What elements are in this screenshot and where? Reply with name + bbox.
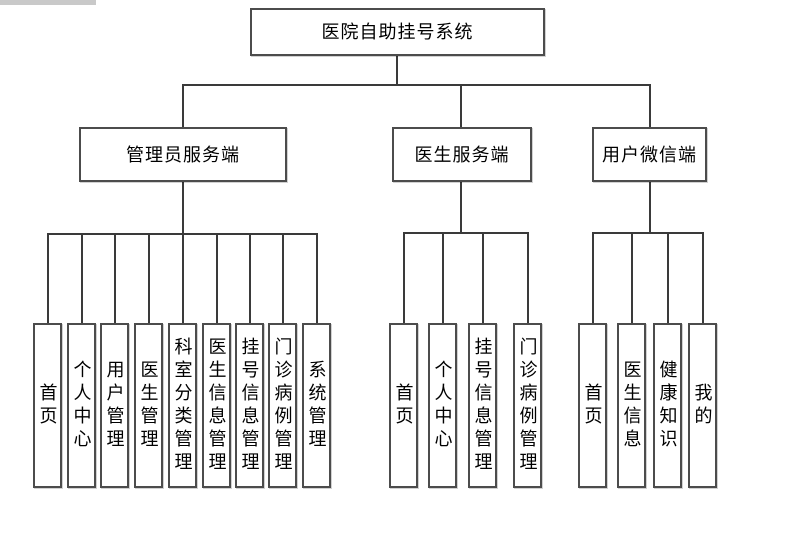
connector-doctor-drop xyxy=(482,232,484,323)
connector-doctor-drop xyxy=(442,232,444,323)
connector-admin-drop xyxy=(216,233,218,323)
leaf-node: 首页 xyxy=(578,323,607,488)
root-node: 医院自助挂号系统 xyxy=(250,8,545,56)
connector-drop-doctor xyxy=(460,84,462,128)
branch-node-doctor: 医生服务端 xyxy=(392,127,532,182)
connector-admin-drop xyxy=(282,233,284,323)
leaf-node: 医生信息 xyxy=(617,323,646,488)
leaf-node: 挂号信息管理 xyxy=(235,323,264,488)
leaf-node: 首页 xyxy=(33,323,62,488)
leaf-node-label: 个人中心 xyxy=(71,359,92,452)
leaf-node: 医生管理 xyxy=(134,323,163,488)
branch-node-label: 用户微信端 xyxy=(602,144,697,165)
leaf-node: 挂号信息管理 xyxy=(468,323,497,488)
connector-admin-drop xyxy=(182,233,184,323)
connector-admin-stem xyxy=(182,182,184,233)
connector-admin-drop xyxy=(316,233,318,323)
leaf-node: 门诊病例管理 xyxy=(268,323,297,488)
connector-wechat-drop xyxy=(667,232,669,323)
leaf-node-label: 医生信息管理 xyxy=(206,336,227,475)
window-fragment-bar xyxy=(0,0,96,5)
leaf-node-label: 门诊病例管理 xyxy=(517,336,538,475)
connector-admin-drop xyxy=(249,233,251,323)
connector-wechat-bus xyxy=(592,232,704,234)
connector-wechat-drop xyxy=(702,232,704,323)
connector-doctor-bus xyxy=(403,232,529,234)
connector-doctor-stem xyxy=(460,182,462,232)
leaf-node-label: 科室分类管理 xyxy=(172,336,193,475)
connector-wechat-drop xyxy=(592,232,594,323)
branch-node-label: 管理员服务端 xyxy=(126,144,240,165)
branch-node-label: 医生服务端 xyxy=(414,144,510,165)
branch-node-wechat: 用户微信端 xyxy=(592,127,707,182)
leaf-node-label: 挂号信息管理 xyxy=(239,336,260,475)
connector-doctor-drop xyxy=(527,232,529,323)
leaf-node-label: 首页 xyxy=(393,382,414,429)
connector-level1-bus xyxy=(183,84,651,86)
leaf-node-label: 医生信息 xyxy=(621,359,642,452)
leaf-node-label: 挂号信息管理 xyxy=(472,336,493,475)
leaf-node: 医生信息管理 xyxy=(202,323,231,488)
leaf-node-label: 健康知识 xyxy=(657,359,678,452)
leaf-node-label: 医生管理 xyxy=(138,359,159,452)
connector-admin-drop xyxy=(81,233,83,323)
connector-admin-drop xyxy=(47,233,49,323)
connector-admin-drop xyxy=(148,233,150,323)
leaf-node-label: 门诊病例管理 xyxy=(272,336,293,475)
leaf-node: 科室分类管理 xyxy=(168,323,197,488)
leaf-node: 用户管理 xyxy=(100,323,129,488)
connector-doctor-drop xyxy=(403,232,405,323)
connector-wechat-drop xyxy=(631,232,633,323)
leaf-node-label: 用户管理 xyxy=(104,359,125,452)
connector-drop-admin xyxy=(182,84,184,128)
connector-admin-drop xyxy=(114,233,116,323)
leaf-node: 门诊病例管理 xyxy=(513,323,542,488)
leaf-node-label: 系统管理 xyxy=(306,359,327,452)
branch-node-admin: 管理员服务端 xyxy=(79,127,287,182)
leaf-node: 健康知识 xyxy=(653,323,682,488)
connector-drop-wechat xyxy=(649,84,651,128)
leaf-node: 我的 xyxy=(688,323,717,488)
connector-root-stem xyxy=(396,56,398,84)
leaf-node: 个人中心 xyxy=(67,323,96,488)
leaf-node-label: 首页 xyxy=(582,382,603,429)
root-node-label: 医院自助挂号系统 xyxy=(321,22,474,42)
leaf-node-label: 我的 xyxy=(692,382,713,429)
leaf-node-label: 个人中心 xyxy=(432,359,453,452)
connector-wechat-stem xyxy=(649,182,651,232)
leaf-node: 个人中心 xyxy=(428,323,457,488)
leaf-node-label: 首页 xyxy=(37,382,58,429)
leaf-node: 系统管理 xyxy=(302,323,331,488)
leaf-node: 首页 xyxy=(389,323,418,488)
